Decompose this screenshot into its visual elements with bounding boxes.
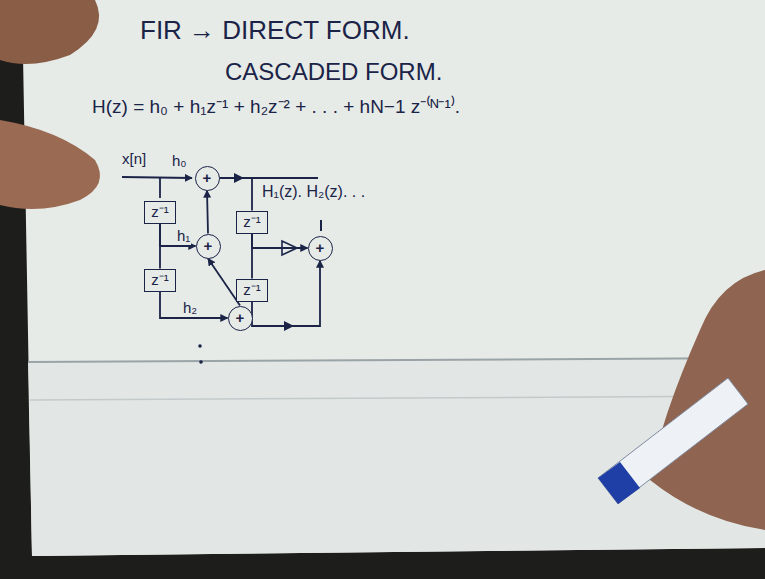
marker-pen (598, 378, 748, 504)
adder-circle: + (228, 306, 253, 331)
delay-box: z⁻¹ (236, 279, 268, 302)
delay-box: z⁻¹ (236, 211, 268, 234)
adder-circle: + (195, 166, 220, 191)
signal-label: h₀ (172, 152, 187, 169)
delay-label: z⁻¹ (151, 272, 169, 289)
delay-box: z⁻¹ (144, 269, 176, 292)
coefficient-label: h₂ (182, 300, 198, 317)
signal-connector (160, 224, 196, 247)
delay-label: z⁻¹ (151, 204, 169, 221)
continuation-dot (199, 360, 203, 364)
heading-text: H(z) = h₀ + h₁z⁻¹ + h₂z⁻² + . . . + hN−1… (92, 96, 460, 118)
adder-sign: + (316, 240, 325, 257)
lower-sheet (28, 358, 765, 556)
adder-circle: + (196, 234, 221, 259)
delay-label: z⁻¹ (243, 214, 261, 231)
hand (0, 0, 99, 64)
signal-connector (220, 178, 253, 211)
input-line (122, 177, 192, 178)
adder-circle: + (308, 236, 333, 261)
tap-line (159, 177, 161, 198)
signal-connector (252, 234, 308, 249)
heading-text: FIR → DIRECT FORM. (140, 16, 410, 46)
output-line (252, 177, 318, 179)
signal-connector (207, 191, 208, 234)
delay-label: z⁻¹ (243, 282, 261, 299)
hand (0, 120, 100, 209)
heading-text: CASCADED FORM. (225, 58, 442, 86)
paper-sheet (22, 0, 765, 556)
tick-mark (320, 220, 322, 231)
signal-label: H₁(z). H₂(z). . . (262, 183, 365, 201)
marker-cap (598, 462, 640, 504)
signal-connector (160, 292, 228, 319)
signal-label: x[n] (122, 150, 146, 167)
adder-sign: + (236, 310, 245, 327)
sheet-edge (28, 358, 765, 362)
continuation-dot (198, 344, 202, 348)
adder-sign: + (204, 238, 213, 255)
sheet-crease (30, 396, 765, 400)
adder-sign: + (203, 170, 212, 187)
coefficient-label: h₁ (176, 228, 191, 245)
delay-box: z⁻¹ (144, 201, 176, 224)
